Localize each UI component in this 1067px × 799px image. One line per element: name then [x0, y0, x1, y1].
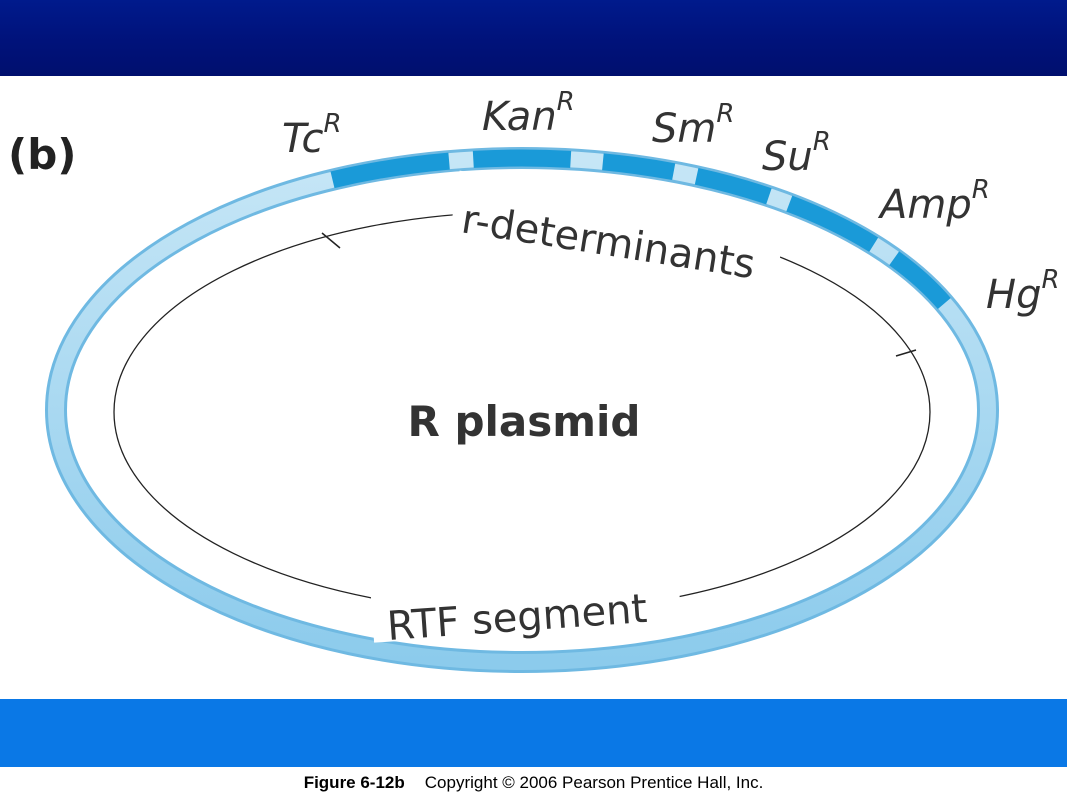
gene-segment-amp — [786, 195, 879, 252]
r-plasmid-diagram: r-determinants R plasmid RTF segment TcR… — [45, 87, 1060, 673]
gene-segment-tc — [330, 152, 450, 189]
boundary-tick-right — [895, 349, 917, 357]
gene-segment-hg — [889, 251, 951, 310]
gene-label-su: SuR — [762, 127, 831, 180]
gene-label-kan: KanR — [482, 87, 575, 140]
figure-number: Figure 6-12b — [303, 773, 405, 792]
gene-label-tc: TcR — [282, 109, 342, 162]
rtf-gap — [370, 571, 682, 643]
footer-band — [0, 699, 1067, 767]
panel-label: (b) — [8, 130, 77, 179]
gene-segment-kan — [472, 149, 572, 168]
copyright-text: Copyright © 2006 Pearson Prentice Hall, … — [424, 773, 764, 792]
gene-label-sm: SmR — [652, 99, 734, 152]
gene-segment-sm — [602, 153, 676, 181]
boundary-tick-left — [321, 232, 341, 249]
header-band — [0, 0, 1067, 76]
gene-label-hg: HgR — [986, 265, 1060, 318]
gene-label-amp: AmpR — [877, 175, 990, 228]
gene-segment-su — [694, 167, 772, 205]
gene-segments — [330, 149, 951, 310]
r-determinants-gap — [448, 170, 786, 294]
figure-caption: Figure 6-12b Copyright © 2006 Pearson Pr… — [0, 767, 1067, 799]
r-plasmid-label: R plasmid — [408, 397, 641, 446]
